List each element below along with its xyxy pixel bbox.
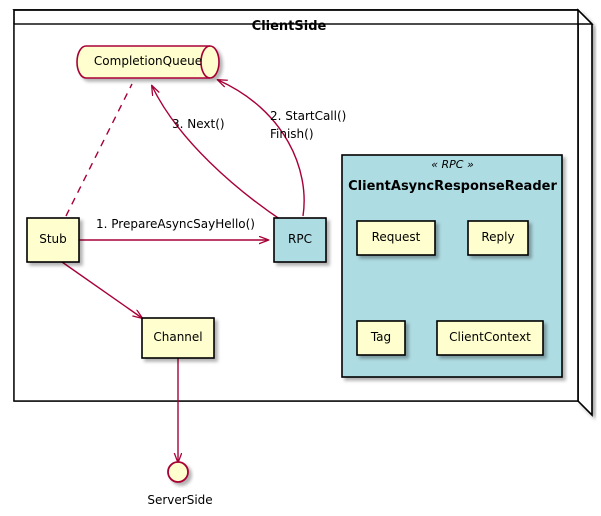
rpc-package-stereotype: « RPC » <box>431 158 474 171</box>
edge-next-line <box>152 86 285 223</box>
edge-label-finish: Finish() <box>270 127 314 141</box>
request-label: Request <box>371 230 421 245</box>
clientside-package <box>12 8 594 417</box>
edge-stub-queue-line <box>65 83 133 217</box>
server-side-shape <box>167 461 189 483</box>
stub-label: Stub <box>39 232 67 247</box>
client-context-label: ClientContext <box>449 330 531 345</box>
tag-label: Tag <box>370 330 392 345</box>
edge-label-startcall: 2. StartCall() <box>270 109 347 123</box>
edge-stub-channel-line <box>61 261 142 318</box>
channel-label: Channel <box>153 330 203 345</box>
edge-startcall-line <box>218 80 305 217</box>
completion-queue-label: CompletionQueue <box>93 54 203 69</box>
page-title: ClientSide <box>251 19 327 34</box>
rpc-shape <box>273 217 327 263</box>
edge-label-next: 3. Next() <box>172 117 225 131</box>
reply-label: Reply <box>481 230 515 245</box>
completion-queue-shape <box>76 45 220 79</box>
server-side-label: ServerSide <box>147 493 213 507</box>
edge-label-prepare: 1. PrepareAsyncSayHello() <box>96 217 255 231</box>
rpc-member-shapes <box>356 220 544 356</box>
channel-shape <box>141 317 215 359</box>
stub-shape <box>26 217 80 263</box>
rpc-label: RPC <box>288 232 312 247</box>
rpc-package-title: ClientAsyncResponseReader <box>348 179 557 194</box>
